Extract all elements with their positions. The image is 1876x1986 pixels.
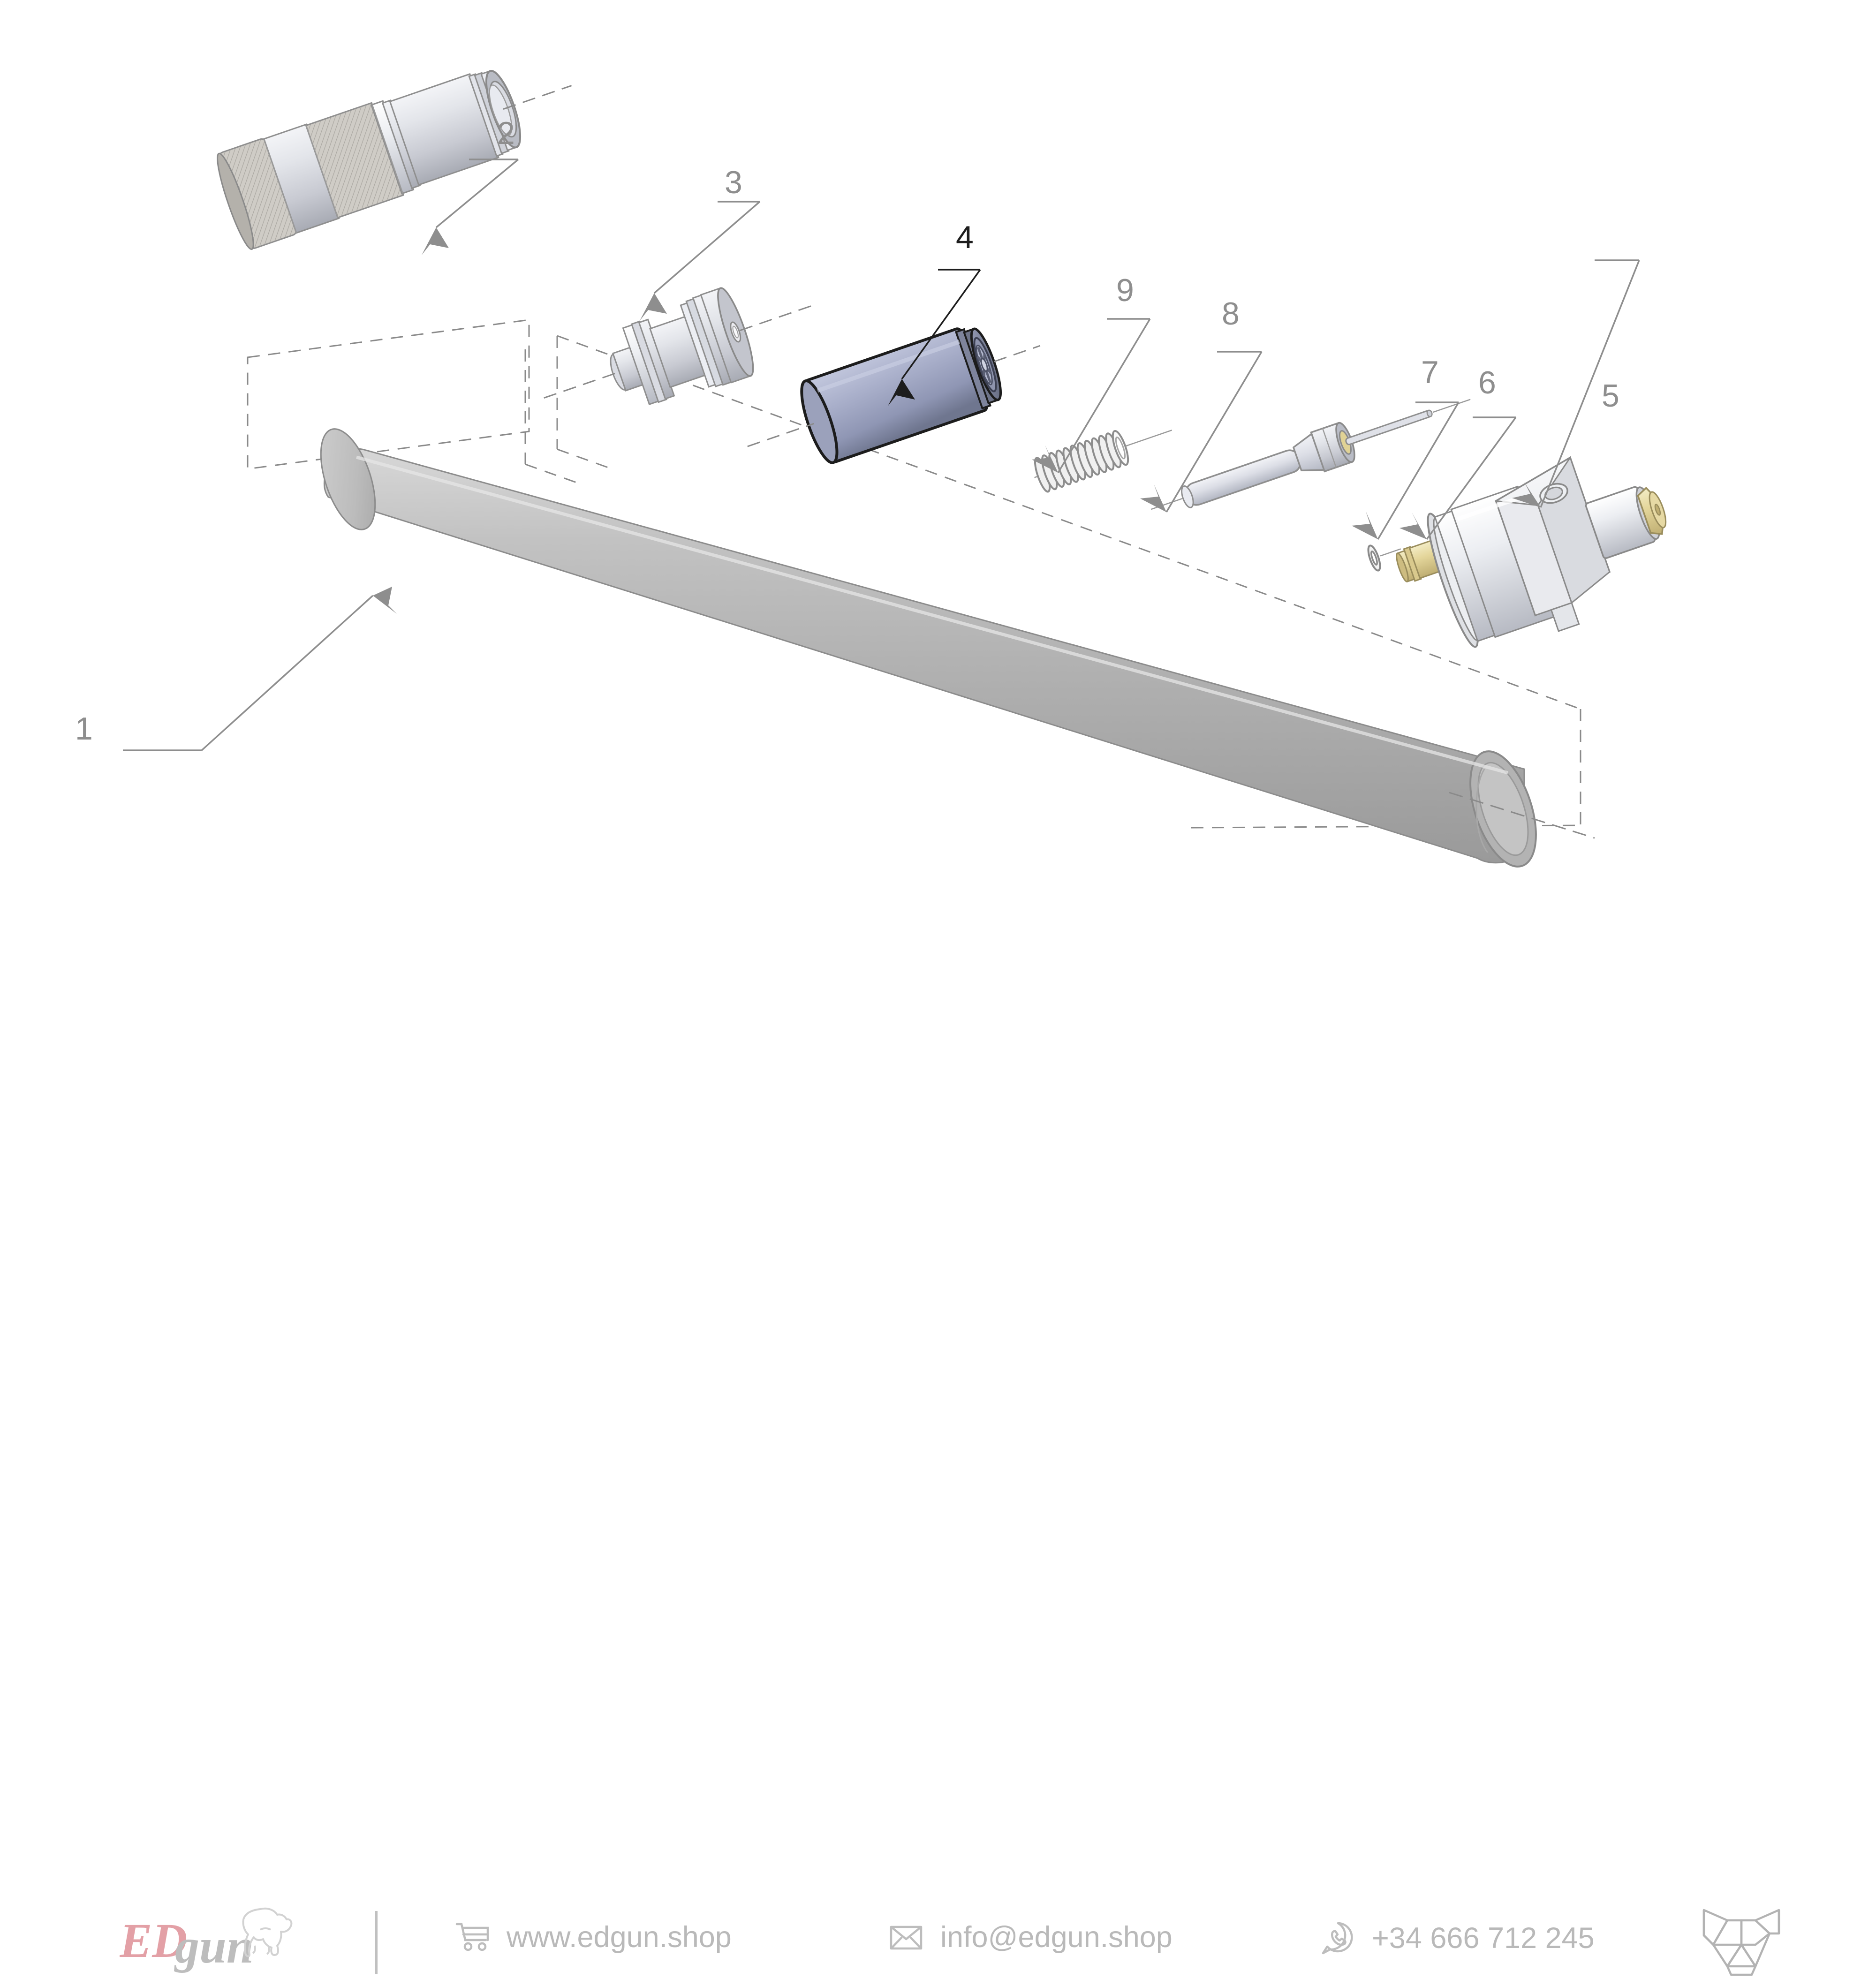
envelope-icon: [890, 1926, 923, 1950]
part-3-valve-plug-body: [544, 287, 815, 406]
footer-email[interactable]: info@edgun.shop: [889, 1920, 1172, 1954]
logo-text-gun: gun: [174, 1919, 254, 1973]
part-9-coil-spring: [1034, 430, 1172, 493]
exploded-diagram-artwork: [123, 70, 1667, 868]
callout-number-2: 2: [497, 115, 515, 151]
footer-bar: ED gun w: [0, 947, 1876, 1976]
callout-number-9: 9: [1116, 272, 1134, 308]
footer-website-text: www.edgun.shop: [507, 1921, 732, 1954]
shopping-cart-icon: [455, 1923, 489, 1951]
wolf-head-icon: [1700, 1906, 1782, 1984]
callout-number-7: 7: [1421, 355, 1439, 390]
part-7-o-ring-seal: [1367, 544, 1401, 572]
callout-number-3: 3: [725, 165, 742, 200]
callout-number-8: 8: [1222, 296, 1240, 332]
part-2-knurled-end-cap: [217, 70, 572, 250]
part-5-valve-block-assembly: [1427, 456, 1667, 648]
callout-4-leader-line: [901, 269, 981, 380]
callout-number-4: 4: [956, 219, 974, 255]
footer-email-text: info@edgun.shop: [940, 1921, 1172, 1954]
footer-website[interactable]: www.edgun.shop: [455, 1920, 732, 1954]
footer-phone-text: +34 666 712 245: [1372, 1922, 1595, 1955]
edgun-logo: ED gun: [119, 1906, 345, 1977]
callout-number-6: 6: [1478, 365, 1496, 400]
whatsapp-icon: [1322, 1922, 1353, 1955]
part-8-valve-stem-striker: [1150, 399, 1471, 510]
callout-4-arrowhead: [888, 379, 915, 406]
callout-leader-lines: [123, 159, 1640, 751]
callout-number-5: 5: [1602, 378, 1619, 414]
diagram-canvas: 1 2 3 4 5 6 7 8 9 ED gun: [0, 70, 1876, 1976]
footer-divider: [375, 1911, 378, 1974]
assembly-envelope-lines-2: [524, 349, 578, 484]
callout-number-1: 1: [75, 711, 93, 747]
callout-arrowheads: [373, 227, 1541, 614]
footer-phone[interactable]: +34 666 712 245: [1320, 1920, 1595, 1956]
part-1-air-reservoir-tube: [320, 428, 1595, 868]
